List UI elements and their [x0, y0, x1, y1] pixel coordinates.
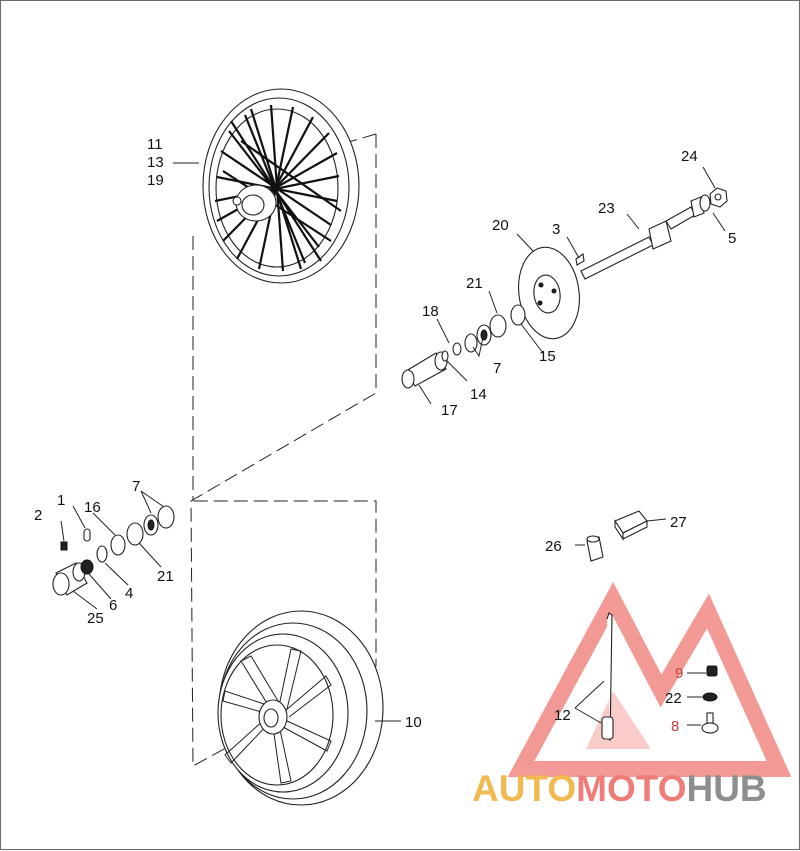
valve-8 [701, 712, 719, 734]
callout-4: 4 [125, 585, 133, 602]
callout-20: 20 [492, 217, 509, 234]
spacer-15 [510, 304, 526, 326]
callout-19: 19 [147, 172, 164, 189]
bearing-7-right [464, 324, 492, 353]
spokes [214, 104, 342, 272]
callout-21-left: 21 [157, 568, 174, 585]
nut-6 [80, 559, 94, 575]
leader-lines [60, 162, 726, 726]
watermark-text-moto: MOTO [576, 768, 686, 809]
callout-7-right: 7 [493, 360, 501, 377]
washer-14 [441, 350, 449, 362]
callout-1: 1 [57, 492, 65, 509]
callout-27: 27 [670, 514, 687, 531]
brake-disc [518, 246, 580, 340]
callout-23: 23 [598, 200, 615, 217]
watermark-triangle-outer [507, 581, 792, 777]
watermark-text-auto: AUTO [472, 768, 576, 809]
set-screw-2 [60, 541, 68, 551]
callout-26: 26 [545, 538, 562, 555]
watermark-text: AUTOMOTOHUB [472, 768, 767, 809]
washer-5 [699, 194, 711, 212]
callout-17: 17 [441, 402, 458, 419]
callout-10: 10 [405, 714, 422, 731]
watermark-text-hub: HUB [686, 768, 766, 809]
spacer-16 [110, 534, 126, 556]
bearing-21-right [489, 314, 507, 338]
callouts: 11 13 19 24 23 20 3 5 21 18 15 7 14 17 7… [34, 136, 736, 735]
cast-spokes [222, 648, 332, 784]
nipple-9 [706, 665, 718, 677]
callout-3: 3 [552, 221, 560, 238]
washer-4 [96, 545, 108, 563]
nut-24 [709, 187, 728, 208]
callout-24: 24 [681, 148, 698, 165]
callout-21-right: 21 [466, 275, 483, 292]
bushing-26 [586, 535, 604, 562]
seal-18 [452, 342, 462, 356]
bolt-3 [575, 253, 585, 266]
callout-5: 5 [728, 230, 736, 247]
pin-1 [83, 528, 91, 542]
callout-12: 12 [554, 707, 571, 724]
washer-22 [702, 692, 718, 702]
watermark-logo [507, 581, 792, 777]
callout-11: 11 [147, 136, 163, 153]
callout-8: 8 [671, 718, 679, 735]
callout-14: 14 [470, 386, 487, 403]
callout-6: 6 [109, 597, 117, 614]
spoke-12 [601, 612, 614, 742]
callout-22: 22 [665, 690, 682, 707]
callout-9: 9 [675, 665, 683, 682]
callout-16: 16 [84, 499, 101, 516]
cast-wheel [217, 610, 384, 806]
callout-15: 15 [539, 348, 556, 365]
callout-25: 25 [87, 610, 104, 627]
spoke-wheel [202, 88, 360, 284]
callout-18: 18 [422, 303, 439, 320]
callout-7-left: 7 [132, 478, 140, 495]
axle [580, 196, 705, 280]
bearing-21-left [126, 522, 144, 546]
callout-2: 2 [34, 507, 42, 524]
spacer-17 [401, 351, 448, 389]
block-27 [614, 510, 648, 541]
callout-13: 13 [147, 154, 164, 171]
bearing-7-left [143, 505, 175, 536]
